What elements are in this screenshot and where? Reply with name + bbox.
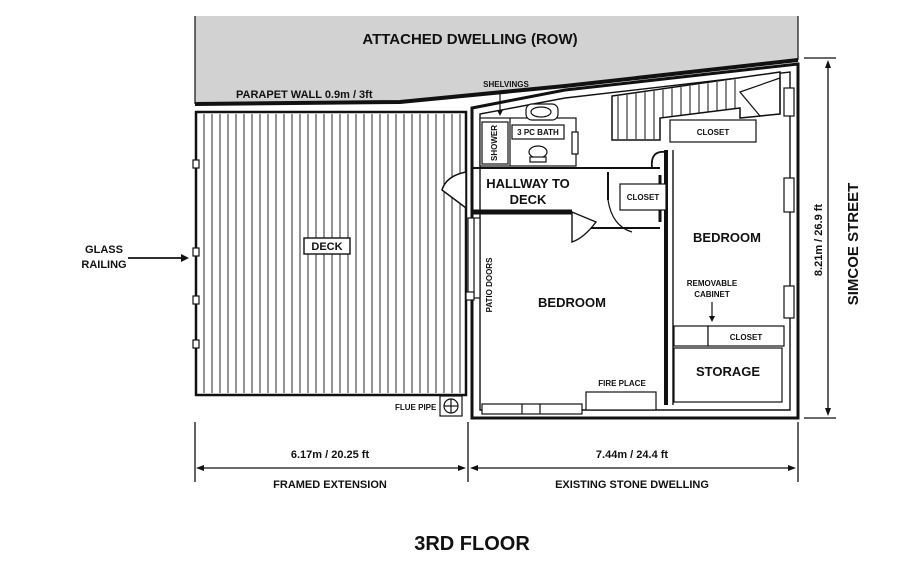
right-windows bbox=[783, 87, 795, 319]
removable-cabinet-label-2: CABINET bbox=[694, 290, 730, 299]
flue-pipe-label: FLUE PIPE bbox=[395, 403, 437, 412]
simcoe-street-label: SIMCOE STREET bbox=[845, 183, 862, 306]
framed-extension-label: FRAMED EXTENSION bbox=[273, 479, 387, 491]
glass-railing-posts bbox=[192, 159, 200, 349]
bottom-windows bbox=[481, 403, 583, 415]
toilet-icon bbox=[528, 145, 548, 159]
dim-left-label: 6.17m / 20.25 ft bbox=[291, 449, 370, 461]
bath-label-box bbox=[511, 124, 565, 140]
hallway-label-1: HALLWAY TO bbox=[486, 176, 570, 191]
bedroom-main-label: BEDROOM bbox=[538, 295, 606, 310]
glass-railing-arrow bbox=[128, 254, 189, 262]
floor-title: 3RD FLOOR bbox=[414, 533, 530, 555]
closet-upper-right-box bbox=[669, 119, 757, 143]
removable-cabinet-box bbox=[673, 325, 709, 347]
sink-icon bbox=[530, 106, 552, 118]
shelvings-label: SHELVINGS bbox=[483, 80, 529, 89]
stair-landing bbox=[738, 77, 781, 117]
fire-place-label: FIRE PLACE bbox=[598, 379, 646, 388]
bedroom-door-swing bbox=[571, 210, 598, 243]
closet-upper-right-label: CLOSET bbox=[697, 128, 730, 137]
shelvings-arrow bbox=[497, 92, 503, 116]
toilet-tank bbox=[529, 156, 547, 163]
storage-label: STORAGE bbox=[696, 364, 760, 379]
attached-dwelling-label: ATTACHED DWELLING (ROW) bbox=[362, 31, 577, 48]
deck-label: DECK bbox=[311, 241, 342, 253]
stone-dwelling-inner-walls bbox=[479, 71, 791, 411]
bath-label: 3 PC BATH bbox=[517, 128, 559, 137]
dim-right-label: 7.44m / 24.4 ft bbox=[596, 449, 668, 461]
parapet-wall-line bbox=[194, 58, 799, 106]
deck-boards bbox=[203, 114, 461, 393]
dim-vertical-label: 8.21m / 26.9 ft bbox=[813, 204, 825, 276]
hallway: HALLWAY TO DECK bbox=[441, 167, 600, 215]
existing-stone-label: EXISTING STONE DWELLING bbox=[555, 479, 709, 491]
bathroom: SHOWER 3 PC BATH bbox=[479, 103, 579, 167]
patio-doors-label: PATIO DOORS bbox=[485, 257, 494, 312]
dimension-lines bbox=[194, 57, 836, 482]
closet-lower-right-box bbox=[707, 325, 785, 347]
right-bedroom-door-swing bbox=[650, 150, 667, 169]
stair-treads bbox=[617, 79, 736, 139]
glass-railing-label-2: RAILING bbox=[81, 259, 126, 271]
deck-label-box bbox=[303, 237, 351, 255]
shower-stall bbox=[481, 121, 509, 165]
patio-doors bbox=[465, 217, 481, 301]
hallway-door-swing bbox=[441, 171, 467, 210]
bedroom-right-label: BEDROOM bbox=[693, 230, 761, 245]
removable-cabinet-label-1: REMOVABLE bbox=[687, 279, 738, 288]
removable-cabinet-arrow bbox=[709, 302, 715, 322]
shower-label: SHOWER bbox=[490, 125, 499, 161]
storage-room bbox=[673, 347, 783, 403]
fire-place bbox=[585, 391, 657, 411]
closet-hall-box bbox=[619, 183, 667, 211]
closet-lower-right-label: CLOSET bbox=[730, 333, 763, 342]
attached-dwelling-area bbox=[195, 16, 798, 104]
parapet-wall-label: PARAPET WALL 0.9m / 3ft bbox=[236, 89, 373, 101]
closet-hall-label: CLOSET bbox=[627, 193, 660, 202]
closet-door-swing bbox=[607, 199, 633, 233]
deck: DECK bbox=[194, 110, 468, 397]
staircase bbox=[611, 71, 781, 141]
glass-railing-label-1: GLASS bbox=[85, 244, 123, 256]
hallway-label-2: DECK bbox=[510, 192, 547, 207]
